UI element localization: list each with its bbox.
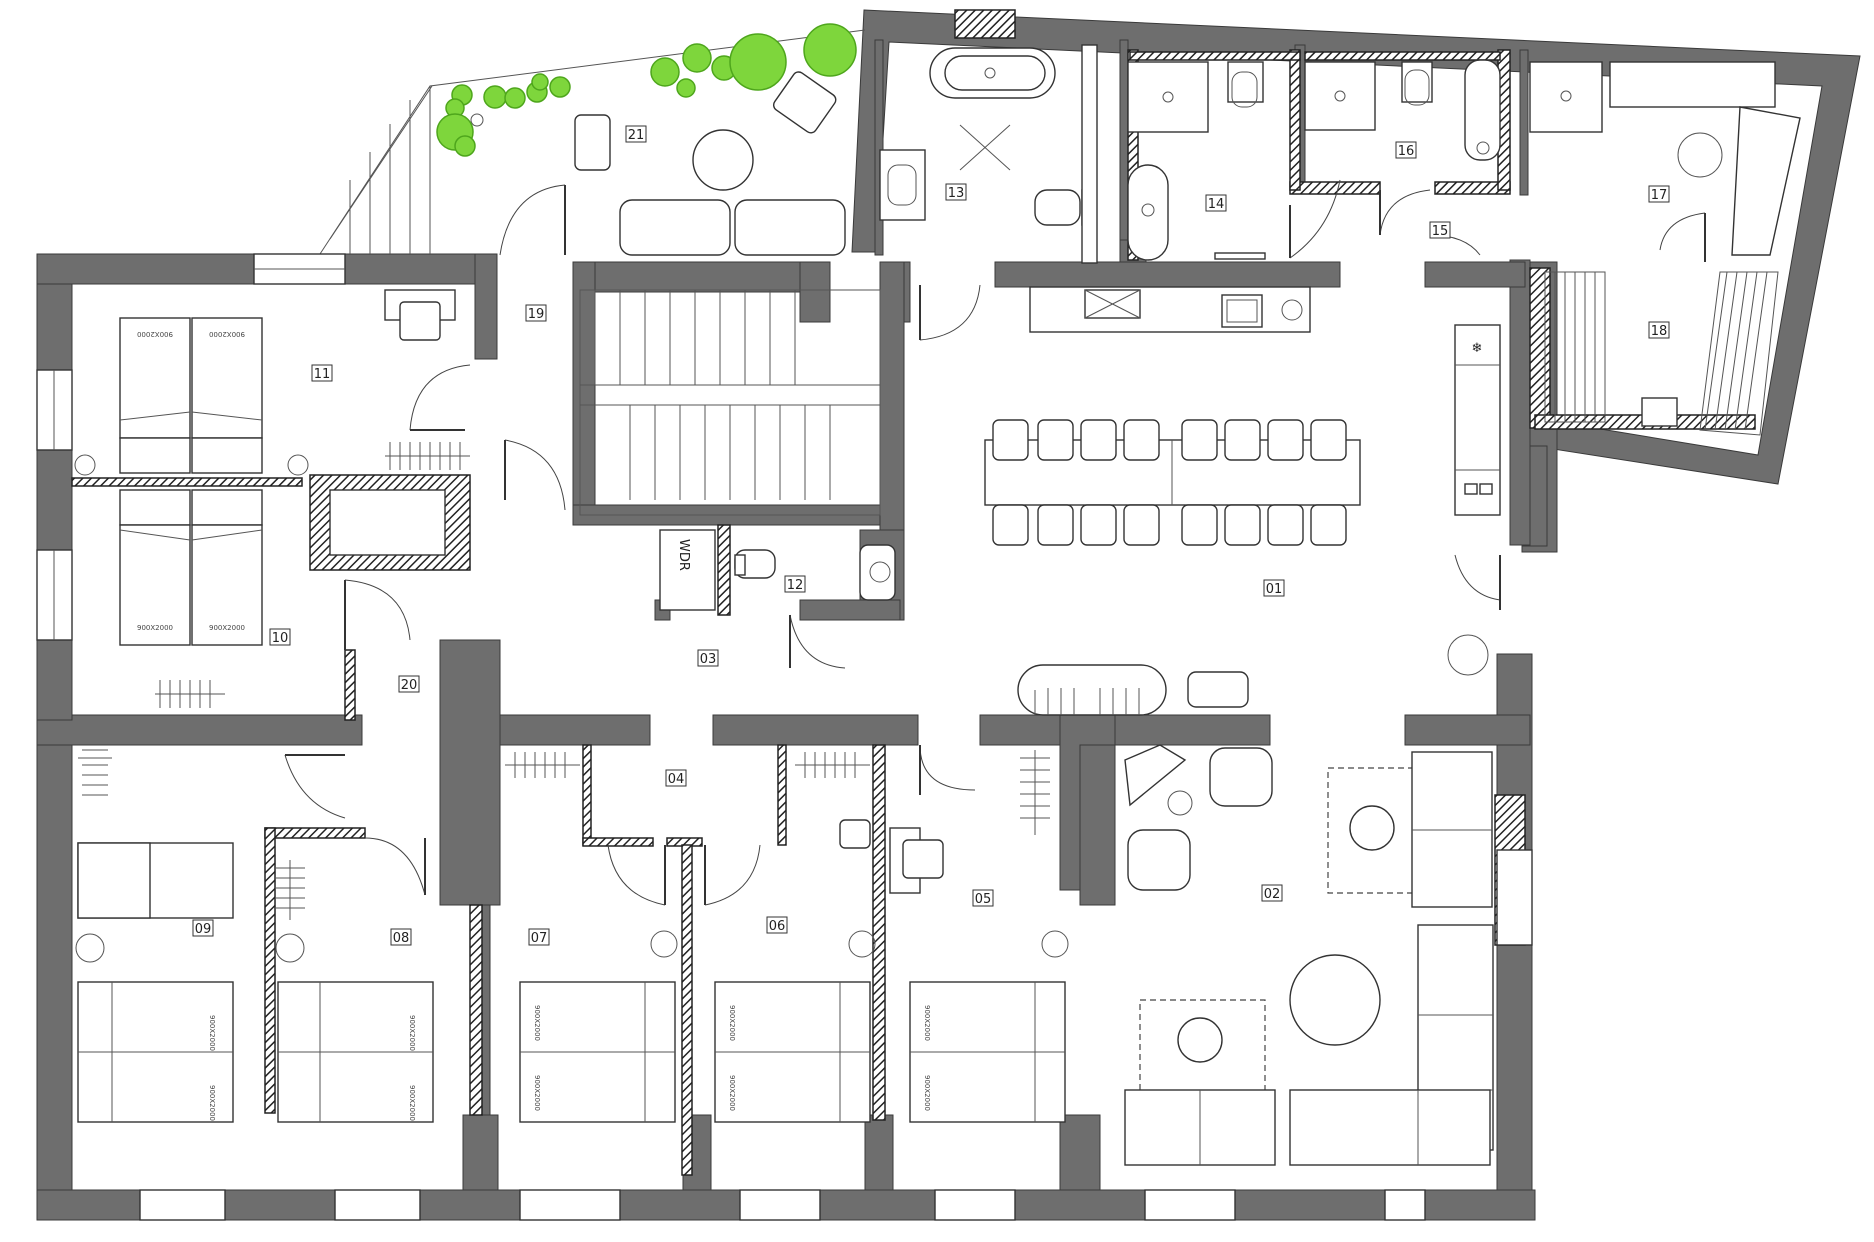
- room-label-13: 13: [945, 183, 967, 201]
- room-label-11: 11: [311, 364, 333, 382]
- room-10-furniture: 900X2000 900X2000: [119, 442, 470, 708]
- bathroom-16: [1304, 59, 1501, 161]
- dining-chairs: [992, 419, 1347, 546]
- terrace: [319, 29, 866, 256]
- room-number: 11: [314, 367, 331, 382]
- room-number: 04: [668, 772, 685, 787]
- bed-size-label: 900X2000: [137, 624, 173, 632]
- bed-size-label: 900X2000: [208, 1085, 216, 1121]
- bedroom-17: [1529, 61, 1801, 262]
- svg-text:❄: ❄: [1472, 341, 1483, 356]
- room-number: 08: [393, 931, 410, 946]
- bed-size-label: 900X2000: [728, 1005, 736, 1041]
- bathroom-13: [879, 44, 1098, 264]
- room-09-furniture: 900X2000 900X2000: [75, 749, 234, 1123]
- room-number: 10: [272, 631, 289, 646]
- bed-size-label: 900X2000: [923, 1075, 931, 1111]
- room-label-02: 02: [1261, 884, 1283, 902]
- lounge-02: [1017, 634, 1494, 1166]
- room-06-furniture: 900X2000 900X2000: [714, 752, 876, 1123]
- room-label-01: 01: [1263, 579, 1285, 597]
- staircase: [579, 289, 881, 516]
- room-label-03: 03: [697, 649, 719, 667]
- room-number: 21: [628, 128, 645, 143]
- room-label-10: 10: [269, 628, 291, 646]
- room-label-07: 07: [528, 928, 550, 946]
- room-11-furniture: 900X2000 900X2000: [74, 289, 456, 476]
- room-number: 12: [787, 578, 804, 593]
- room-label-06: 06: [766, 916, 788, 934]
- room-number: 16: [1398, 144, 1415, 159]
- room-label-14: 14: [1205, 194, 1227, 212]
- room-labels: 01 02 03 04 05 06 07 08 09 10 11 12 13 1…: [192, 125, 1670, 946]
- room-number: 06: [769, 919, 786, 934]
- interior-walls: [36, 39, 1536, 1221]
- room-number: 09: [195, 922, 212, 937]
- room-label-20: 20: [398, 675, 420, 693]
- room-label-19: 19: [525, 304, 547, 322]
- room-number: 15: [1432, 224, 1449, 239]
- room-label-15: 15: [1429, 221, 1451, 239]
- room-label-09: 09: [192, 919, 214, 937]
- room-number: 05: [975, 892, 992, 907]
- room-number: 07: [531, 931, 548, 946]
- hatched-partitions: [71, 9, 1756, 1176]
- bed-size-label: 900X2000: [209, 330, 245, 338]
- room-label-05: 05: [972, 889, 994, 907]
- room-label-04: 04: [665, 769, 687, 787]
- bed-size-label: 900X2000: [208, 1015, 216, 1051]
- bathroom-14: [1127, 61, 1266, 261]
- bed-size-label: 900X2000: [209, 624, 245, 632]
- room-label-16: 16: [1395, 141, 1417, 159]
- windows: [36, 253, 1533, 1221]
- bed-size-label: 900X2000: [533, 1075, 541, 1111]
- bed-size-label: 900X2000: [923, 1005, 931, 1041]
- wardrobe-label: WDR: [676, 539, 691, 571]
- room-number: 17: [1651, 188, 1668, 203]
- room-label-12: 12: [784, 575, 806, 593]
- bed-size-label: 900X2000: [728, 1075, 736, 1111]
- room-12-furniture: WDR: [659, 529, 896, 611]
- room-08-furniture: 900X2000 900X2000: [275, 860, 434, 1123]
- sauna-18: [1544, 271, 1779, 436]
- greenery: [436, 23, 857, 157]
- room-05-furniture: 900X2000 900X2000: [889, 750, 1069, 1123]
- room-number: 18: [1651, 324, 1668, 339]
- bed-size-label: 900X2000: [137, 330, 173, 338]
- bed-size-label: 900X2000: [408, 1015, 416, 1051]
- room-number: 03: [700, 652, 717, 667]
- kitchen: ❄: [1029, 286, 1501, 516]
- room-number: 20: [401, 678, 418, 693]
- room-number: 13: [948, 186, 965, 201]
- dining-table: [984, 419, 1361, 546]
- room-label-08: 08: [390, 928, 412, 946]
- room-label-21: 21: [625, 125, 647, 143]
- doors: [284, 179, 1501, 906]
- room-number: 19: [528, 307, 545, 322]
- room-label-18: 18: [1648, 321, 1670, 339]
- room-number: 14: [1208, 197, 1225, 212]
- room-label-17: 17: [1648, 185, 1670, 203]
- room-number: 02: [1264, 887, 1281, 902]
- room-07-furniture: 900X2000 900X2000: [505, 752, 678, 1123]
- room-number: 01: [1266, 582, 1283, 597]
- bed-size-label: 900X2000: [533, 1005, 541, 1041]
- bed-size-label: 900X2000: [408, 1085, 416, 1121]
